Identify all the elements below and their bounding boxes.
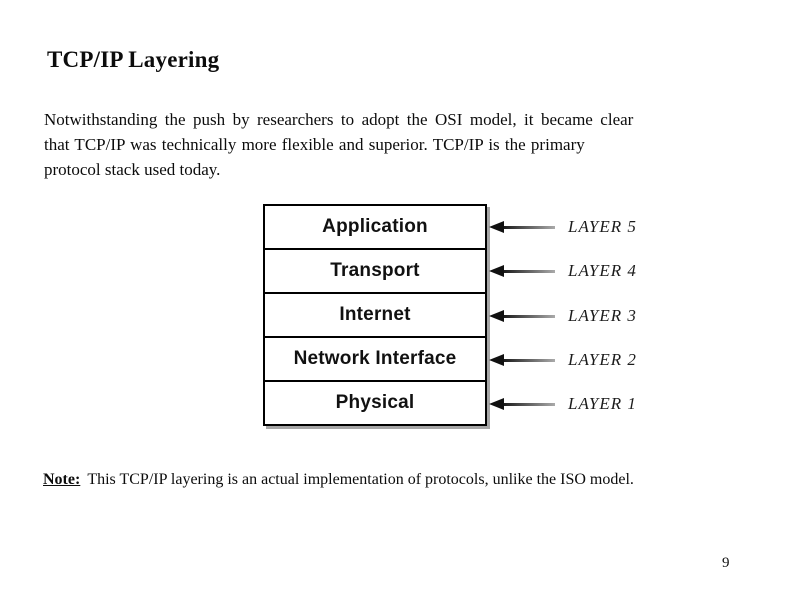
layer-box-transport: Transport [263, 248, 487, 294]
arrow-shaft [504, 402, 555, 406]
layer-label: LAYER 4 [568, 261, 637, 280]
layer-box-application: Application [263, 204, 487, 250]
layer4-pointer: LAYER 4 [489, 261, 637, 281]
layer-box-label: Transport [330, 260, 420, 281]
layer5-pointer: LAYER 5 [489, 217, 637, 237]
paragraph-line: protocol stack used today. [44, 160, 221, 179]
paragraph-line: that TCP/IP was technically more flexibl… [44, 135, 585, 154]
layer-box-label: Application [322, 216, 428, 237]
arrow-shaft [504, 358, 555, 362]
layer-box-label: Physical [335, 392, 415, 413]
note-label: Note: [43, 471, 81, 488]
layer-box-physical: Physical [263, 380, 487, 426]
layer3-pointer: LAYER 3 [489, 306, 637, 326]
left-arrow-icon [489, 221, 504, 233]
arrow-shaft [504, 314, 555, 318]
layer2-pointer: LAYER 2 [489, 350, 637, 370]
note: Note: This TCP/IP layering is an actual i… [43, 471, 773, 489]
arrow-shaft [504, 225, 555, 229]
layer-label: LAYER 1 [568, 394, 637, 413]
layer-label: LAYER 2 [568, 350, 637, 369]
layer-label: LAYER 3 [568, 306, 637, 325]
arrow-shaft [504, 269, 555, 273]
note-text: This TCP/IP layering is an actual implem… [87, 471, 634, 488]
left-arrow-icon [489, 265, 504, 277]
tcpip-layer-stack-diagram: Application Transport Internet Network I… [263, 204, 487, 426]
left-arrow-icon [489, 398, 504, 410]
layer-box-label: Network Interface [293, 348, 457, 369]
body-paragraph: Notwithstanding the push by researchers … [44, 107, 754, 182]
page-number: 9 [722, 555, 730, 571]
page-title: TCP/IP Layering [47, 47, 220, 72]
layer-box-network-interface: Network Interface [263, 336, 487, 382]
layer-box-label: Internet [339, 304, 411, 325]
layer-box-internet: Internet [263, 292, 487, 338]
layer1-pointer: LAYER 1 [489, 394, 637, 414]
layer-label: LAYER 5 [568, 217, 637, 236]
paragraph-line: Notwithstanding the push by researchers … [44, 110, 634, 129]
left-arrow-icon [489, 354, 504, 366]
left-arrow-icon [489, 310, 504, 322]
